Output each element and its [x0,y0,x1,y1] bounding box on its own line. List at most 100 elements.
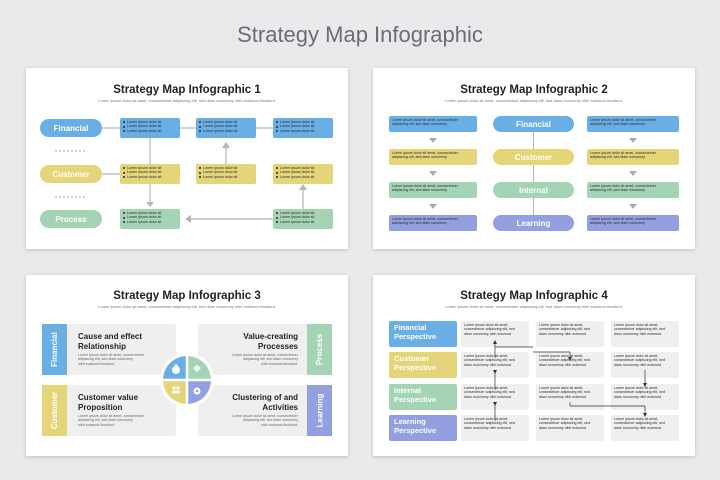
slide-strategy-map-1[interactable]: Strategy Map Infographic 1 Lorem ipsum d… [26,68,348,249]
bullet-text: Lorem ipsum dolor sit [199,175,252,179]
page-title: Strategy Map Infographic [237,22,483,47]
bullet-text: Lorem ipsum dolor sit [276,170,329,174]
slide-subtitle: Lorem ipsum dolor sit amet, consectetuer… [445,304,623,309]
perspective-financial: Financial Perspective [389,321,457,347]
left-block-1: Lorem ipsum dolor sit amet, consectetuer… [389,116,477,132]
arrow-down-icon [429,171,437,176]
process-block-2: Lorem ipsum dolor sit Lorem ipsum dolor … [273,209,333,229]
panel-text: Lorem ipsum dolor sit amet, consectetuer… [78,353,168,366]
people-icon [172,386,180,394]
bullet-text: Lorem ipsum dolor sit [123,129,176,133]
cell-text: Lorem ipsum dolor sit amet, [464,386,509,390]
money-bag-icon [172,364,180,374]
cell-text: Lorem ipsum dolor sit amet, [614,386,659,390]
cell-text: diam nonummy nibh euismod [614,394,661,399]
grid-cell: Lorem ipsum dolor sit amet,consectetuer … [611,415,679,441]
bullet-text: Lorem ipsum dolor sit [123,124,176,128]
bullet-text: Lorem ipsum dolor sit [199,129,252,133]
cell-text: consectetuer adipiscing elit, sed [539,327,590,332]
connector-lines [55,127,307,223]
process-block-1: Lorem ipsum dolor sit Lorem ipsum dolor … [120,209,180,229]
bullet-text: Lorem ipsum dolor sit [123,170,176,174]
perspective-learning: Learning Perspective [389,415,457,441]
block-text: adipiscing elit, sed diam nonummy [392,155,447,160]
grid-cell: Lorem ipsum dolor sit amet,consectetuer … [611,321,679,347]
bullet-text: Lorem ipsum dolor sit [276,220,329,224]
text-line: Lorem ipsum dolor sit amet, consectetuer [232,414,298,418]
heading-clustering: Clustering of and Activities [232,393,298,412]
block-text: adipiscing elit, sed diam nonummy [392,122,447,127]
quadrant-circle [160,353,214,407]
block-text: adipiscing elit, sed diam nonummy [590,221,645,226]
text-line: adipiscing elit, sed diam nonummy [78,418,133,423]
perspective-customer: Customer Perspective [389,352,457,378]
slide-title: Strategy Map Infographic 2 [460,84,608,96]
arrow-down-icon [629,204,637,209]
row-label-financial: Financial [40,119,102,137]
cell-text: diam nonummy nibh euismod [464,362,511,367]
tab-process: Process [307,324,332,375]
cell-text: consectetuer adipiscing elit, sed [614,421,665,426]
cell-text: Lorem ipsum dolor sit amet, [614,354,659,358]
block-text: Lorem ipsum dolor sit amet, consectetuer [392,217,458,221]
panel-text: Lorem ipsum dolor sit amet, consectetuer… [208,353,298,366]
slide-title: Strategy Map Infographic 1 [113,84,261,96]
bullet-text: Lorem ipsum dolor sit [123,120,176,124]
bullet-text: Lorem ipsum dolor sit [123,166,176,170]
heading-customer-value: Customer value Proposition [78,393,139,412]
grid-cell: Lorem ipsum dolor sit amet,consectetuer … [536,321,604,347]
block-text: Lorem ipsum dolor sit amet, consectetuer [392,118,458,122]
cell-text: diam nonummy nibh euismod [614,362,661,367]
pill-internal: Internal [493,182,574,198]
left-block-2: Lorem ipsum dolor sit amet, consectetuer… [389,149,477,165]
cell-text: consectetuer adipiscing elit, sed [614,390,665,395]
customer-block-3: Lorem ipsum dolor sit Lorem ipsum dolor … [273,164,333,184]
cell-text: Lorem ipsum dolor sit amet, [539,386,584,390]
text-line: adipiscing elit, sed diam nonummy [243,418,298,423]
grid-cell: Lorem ipsum dolor sit amet,consectetuer … [536,415,604,441]
panel-text: Lorem ipsum dolor sit amet, consectetuer… [78,414,168,427]
cell-text: consectetuer adipiscing elit, sed [539,358,590,363]
right-block-3: Lorem ipsum dolor sit amet, consectetuer… [587,182,679,198]
gears-icon [193,387,201,395]
bullet-text: Lorem ipsum dolor sit [276,124,329,128]
cell-text: diam nonummy nibh euismod [464,394,511,399]
bullet-text: Lorem ipsum dolor sit [123,215,176,219]
right-block-1: Lorem ipsum dolor sit amet, consectetuer… [587,116,679,132]
text-line: Lorem ipsum dolor sit amet, consectetuer [232,353,298,357]
bullet-text: Lorem ipsum dolor sit [123,211,176,215]
bullet-text: Lorem ipsum dolor sit [276,211,329,215]
cell-text: consectetuer adipiscing elit, sed [464,358,515,363]
arrow-down-icon [629,171,637,176]
slide-strategy-map-4[interactable]: Strategy Map Infographic 4 Lorem ipsum d… [373,275,695,456]
cell-text: diam nonummy nibh euismod [539,362,586,367]
bullet-text: Lorem ipsum dolor sit [123,220,176,224]
bullet-text: Lorem ipsum dolor sit [199,170,252,174]
text-line: Lorem ipsum dolor sit amet, consectetuer [78,353,144,357]
block-text: Lorem ipsum dolor sit amet, consectetuer [590,118,656,122]
cell-text: Lorem ipsum dolor sit amet, [614,417,659,421]
cell-text: diam nonummy nibh euismod [539,425,586,430]
text-line: nibh euismod tincidunt. [78,361,115,366]
bullet-text: Lorem ipsum dolor sit [276,215,329,219]
slide-strategy-map-3[interactable]: Strategy Map Infographic 3 Lorem ipsum d… [26,275,348,456]
bullet-text: Lorem ipsum dolor sit [199,124,252,128]
bullet-text: Lorem ipsum dolor sit [276,175,329,179]
cell-text: consectetuer adipiscing elit, sed [539,390,590,395]
slide-strategy-map-2[interactable]: Strategy Map Infographic 2 Lorem ipsum d… [373,68,695,249]
block-text: adipiscing elit, sed diam nonummy [590,155,645,160]
right-block-2: Lorem ipsum dolor sit amet, consectetuer… [587,149,679,165]
row-label-customer: Customer [40,165,102,183]
pill-learning: Learning [493,215,574,231]
cell-text: consectetuer adipiscing elit, sed [464,327,515,332]
cell-text: consectetuer adipiscing elit, sed [614,327,665,332]
cell-text: consectetuer adipiscing elit, sed [464,421,515,426]
tab-financial: Financial [42,324,67,375]
slide-subtitle: Lorem ipsum dolor sit amet, consectetuer… [98,304,276,309]
bullet-text: Lorem ipsum dolor sit [123,175,176,179]
block-text: Lorem ipsum dolor sit amet, consectetuer [392,151,458,155]
bullet-text: Lorem ipsum dolor sit [276,166,329,170]
block-text: Lorem ipsum dolor sit amet, consectetuer [590,151,656,155]
cell-text: Lorem ipsum dolor sit amet, [464,354,509,358]
slide-title: Strategy Map Infographic 3 [113,290,261,302]
